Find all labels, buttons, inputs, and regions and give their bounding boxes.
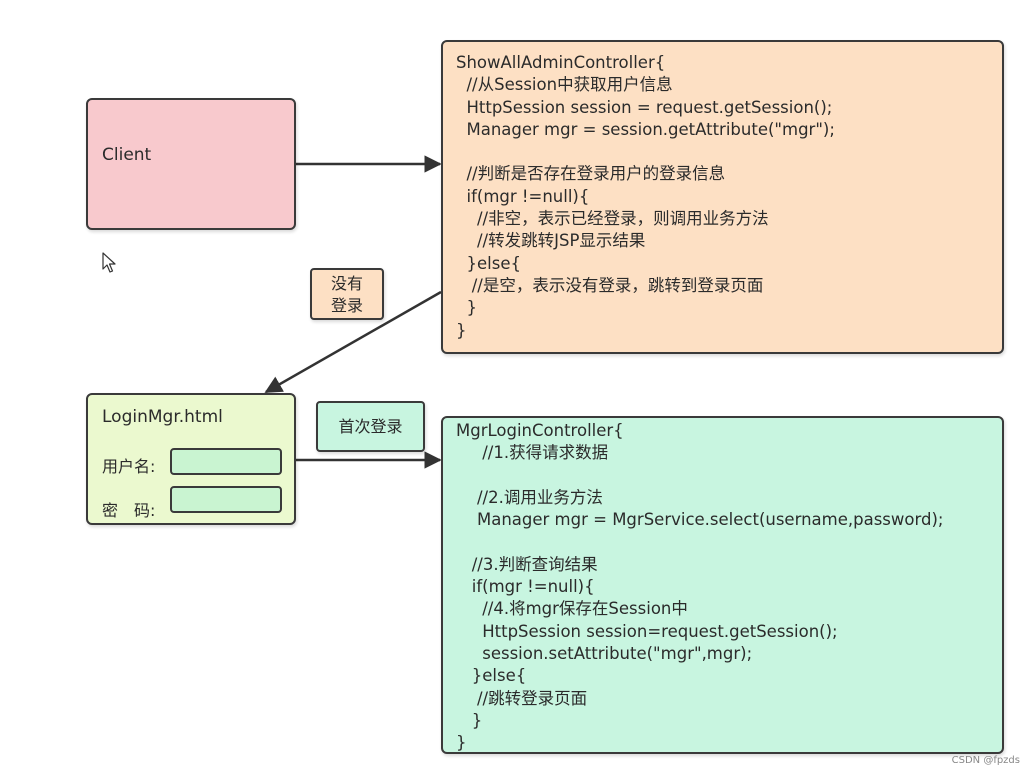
- password-input[interactable]: [170, 486, 282, 513]
- mgr-login-controller-box: MgrLoginController{ //1.获得请求数据 //2.调用业务方…: [441, 416, 1004, 754]
- not-logged-in-line1: 没有: [330, 274, 363, 293]
- mouse-pointer-icon: [102, 252, 116, 273]
- not-logged-in-line2: 登录: [330, 296, 363, 315]
- watermark: CSDN @fpzds: [951, 755, 1020, 766]
- not-logged-in-tag: 没有 登录: [310, 268, 384, 320]
- arrow-show-controller-to-login-page: [264, 290, 442, 394]
- show-all-admin-controller-code: ShowAllAdminController{ //从Session中获取用户信…: [456, 53, 835, 340]
- first-login-tag: 首次登录: [316, 401, 425, 452]
- login-page-box: LoginMgr.html 用户名: 密 码:: [86, 393, 296, 525]
- username-label: 用户名:: [102, 457, 156, 476]
- show-all-admin-controller-box: ShowAllAdminController{ //从Session中获取用户信…: [441, 40, 1004, 354]
- client-label: Client: [102, 145, 152, 165]
- mgr-login-controller-code: MgrLoginController{ //1.获得请求数据 //2.调用业务方…: [456, 421, 944, 753]
- username-input[interactable]: [170, 448, 282, 475]
- password-label: 密 码:: [102, 501, 156, 520]
- client-box: Client: [86, 98, 296, 230]
- login-page-title: LoginMgr.html: [102, 407, 223, 427]
